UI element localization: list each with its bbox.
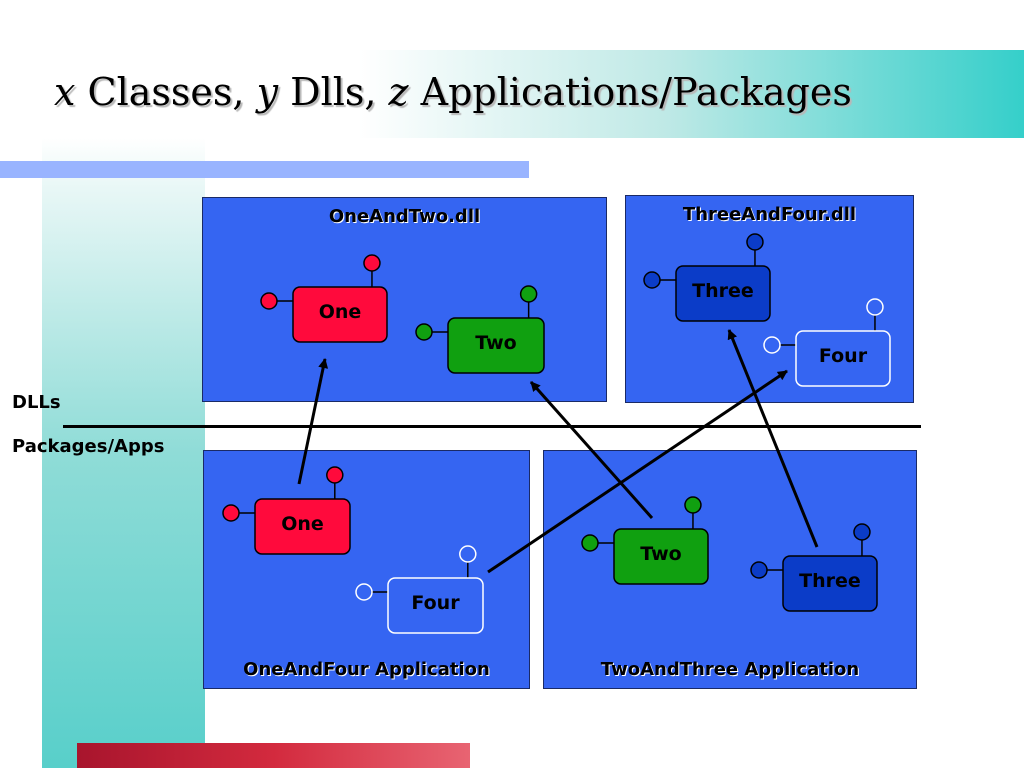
title-apps: Applications/Packages [408, 70, 852, 114]
box-title-one-and-two: OneAndTwo.dll [328, 206, 481, 227]
box-title-three-and-four: ThreeAndFour.dll [682, 204, 857, 225]
component-app-one: One [222, 466, 351, 555]
interface-top-icon [746, 233, 764, 251]
component-app-two: Two [581, 496, 709, 585]
interface-left-icon [415, 323, 433, 341]
interface-top-icon [459, 545, 477, 563]
box-title-two-and-three: TwoAndThree Application [600, 659, 860, 680]
component-label: Four [819, 345, 868, 367]
interface-top-icon [363, 254, 381, 272]
interface-top-icon [684, 496, 702, 514]
component-label: Three [692, 280, 754, 302]
dependency-arrow-app-two [529, 381, 654, 519]
interface-left-icon [643, 271, 661, 289]
component-app-four: Four [355, 545, 484, 634]
component-label: Three [799, 570, 861, 592]
box-title-one-and-four: OneAndFour Application [243, 659, 490, 680]
dlls-label: DLLs [12, 392, 61, 413]
component-dll-two: Two [415, 285, 545, 374]
component-body [675, 265, 771, 322]
packages-apps-label: Packages/Apps [12, 436, 165, 457]
interface-left-icon [763, 336, 781, 354]
accent-bar [0, 161, 529, 178]
interface-top-icon [519, 285, 538, 303]
component-dll-four: Four [763, 298, 891, 387]
box-one-and-four-app: OneAndFour Application [203, 450, 530, 689]
bottom-accent-bar [77, 743, 470, 768]
title-dlls: Dlls, [278, 70, 389, 114]
component-label: Four [411, 592, 460, 614]
component-body [387, 577, 484, 634]
dependency-arrow-app-one [297, 358, 329, 485]
component-body [613, 528, 709, 585]
component-body [782, 555, 878, 612]
interface-top-icon [866, 298, 884, 316]
component-app-three: Three [750, 523, 878, 612]
component-label: One [281, 513, 324, 535]
component-dll-three: Three [643, 233, 771, 322]
component-body [447, 317, 545, 374]
dependency-arrow-app-four [487, 369, 788, 574]
interface-left-icon [355, 583, 373, 601]
component-body [795, 330, 891, 387]
component-body [292, 286, 388, 343]
interface-left-icon [750, 561, 768, 579]
title-banner [0, 50, 1024, 138]
slide-title: x Classes, y Dlls, z Applications/Packag… [54, 70, 852, 114]
title-var-y: y [256, 70, 279, 114]
component-label: Two [475, 332, 516, 354]
interface-left-icon [222, 504, 240, 522]
component-label: One [319, 301, 362, 323]
title-var-x: x [54, 70, 76, 114]
interface-top-icon [853, 523, 871, 541]
dependency-arrow-app-three [727, 329, 819, 548]
component-label: Two [640, 543, 681, 565]
component-dll-one: One [260, 254, 388, 343]
title-var-z: z [388, 70, 409, 114]
title-classes: Classes, [75, 70, 257, 114]
interface-top-icon [326, 466, 344, 484]
interface-left-icon [260, 292, 278, 310]
component-body [254, 498, 351, 555]
dll-app-divider [63, 425, 921, 428]
interface-left-icon [581, 534, 599, 552]
left-gradient-strip [42, 138, 205, 768]
